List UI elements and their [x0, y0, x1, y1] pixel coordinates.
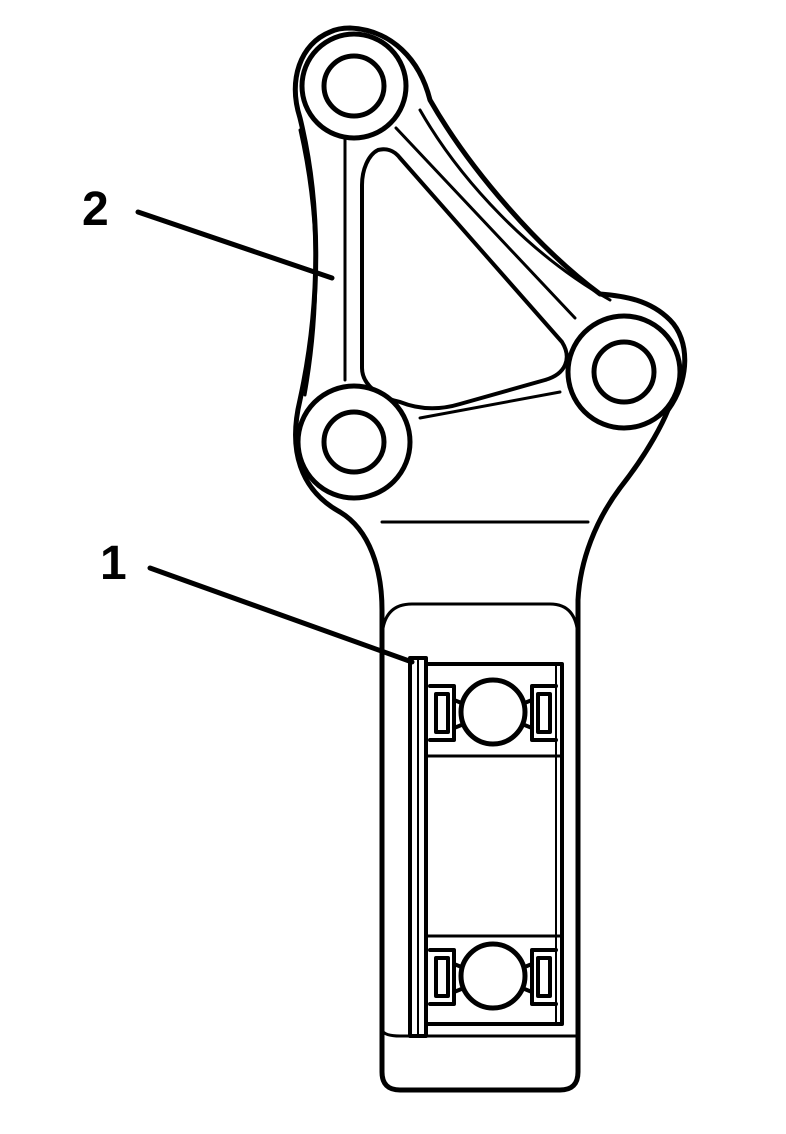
- bolt-hole-boss-left: [295, 383, 413, 501]
- housing-inner-outline: [380, 602, 580, 642]
- leader-line-1: [147, 565, 415, 665]
- bracket-outer-outline: [292, 25, 688, 1093]
- housing-bottom-line: [380, 1028, 580, 1038]
- bolt-hole-left: [321, 409, 387, 475]
- leader-line-2: [135, 209, 335, 281]
- bearing-ball-bottom: [458, 941, 528, 1011]
- mounting-bracket: [292, 25, 688, 1093]
- bracket-inner-flange: [298, 108, 612, 397]
- bearing-ball-bottom-assembly: [428, 941, 558, 1011]
- bearing-housing: [380, 602, 580, 1038]
- bracket-rib-line: [343, 126, 577, 420]
- bracket-triangular-cutout: [360, 147, 569, 411]
- bearing-ball-top: [458, 677, 528, 747]
- bolt-hole-boss-top: [299, 31, 409, 141]
- bearing-ball-top-assembly: [428, 677, 558, 747]
- bolt-hole-top: [321, 53, 387, 119]
- callout-label-1: 1: [100, 537, 127, 590]
- callout-label-2: 2: [82, 183, 109, 236]
- bolt-hole-boss-right: [565, 313, 683, 431]
- ball-bearing: [408, 656, 564, 1038]
- bolt-hole-right: [591, 339, 657, 405]
